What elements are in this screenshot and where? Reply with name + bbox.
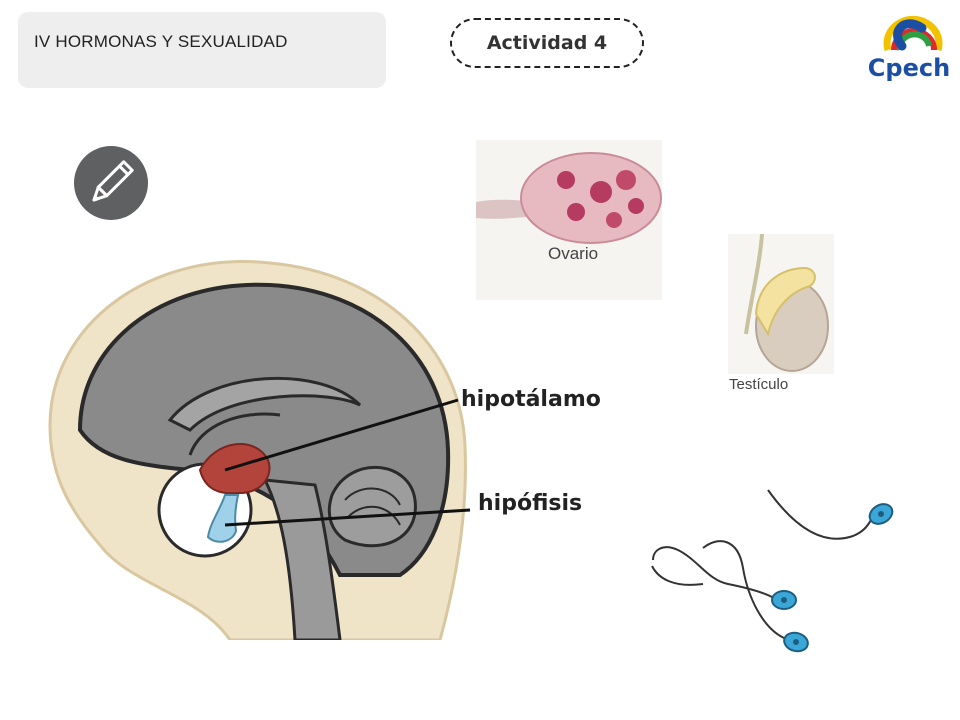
pencil-icon[interactable] [73, 145, 149, 221]
pituitary-pointer [224, 508, 471, 527]
ovary-image [476, 140, 662, 300]
page-title: IV HORMONAS Y SEXUALIDAD [34, 32, 288, 51]
sperm-cells-image [651, 489, 894, 653]
brain-diagram [48, 260, 471, 640]
activity-badge: Actividad 4 [450, 18, 644, 68]
pituitary-region [206, 494, 240, 543]
cpech-logo-icon [883, 15, 943, 52]
hypothalamus-pointer [224, 398, 459, 472]
pituitary-label: hipófisis [478, 491, 583, 516]
hypothalamus-label: hipotálamo [461, 387, 601, 412]
testis-image [728, 234, 834, 374]
header-box [18, 12, 386, 88]
hypothalamus-region [198, 443, 271, 495]
testis-caption: Testículo [729, 376, 789, 393]
ovary-caption: Ovario [548, 244, 599, 263]
logo-text: Cpech [867, 54, 951, 82]
